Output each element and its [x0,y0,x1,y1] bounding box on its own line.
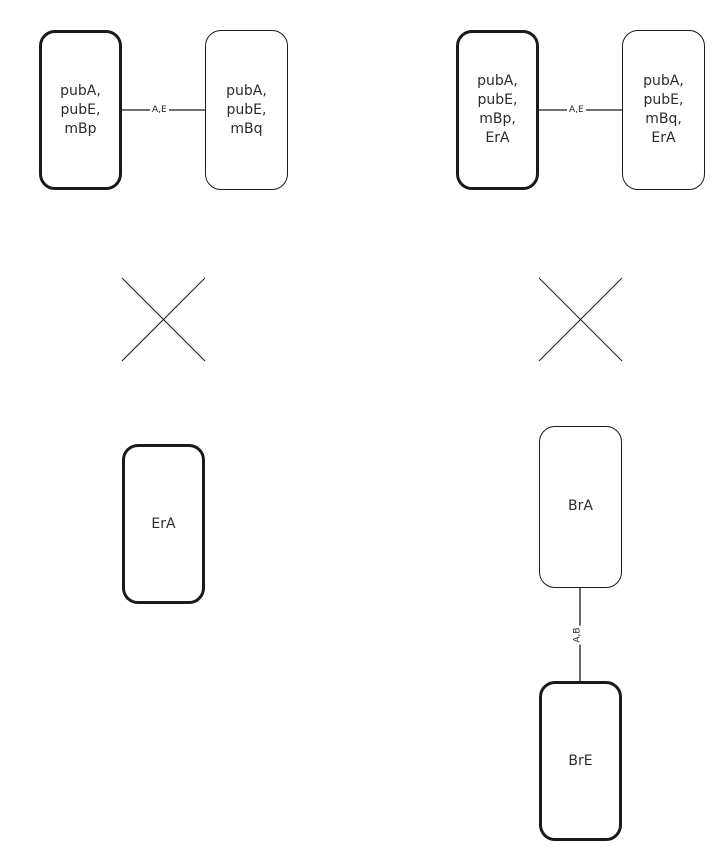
node-right-top-left[interactable]: pubA, pubE, mBp, ErA [456,30,539,190]
edge-left-top-label: A,E [150,105,169,115]
cross-left-icon [121,277,206,362]
node-right-bottom[interactable]: BrE [539,681,622,841]
node-right-middle-label: BrA [568,497,593,514]
node-left-top-right[interactable]: pubA, pubE, mBq [205,30,288,190]
node-left-top-left[interactable]: pubA, pubE, mBp [39,30,122,190]
node-right-top-left-label: pubA, pubE, mBp, ErA [477,73,518,146]
node-left-top-right-label: pubA, pubE, mBq [226,82,267,137]
node-right-bottom-label: BrE [568,752,593,769]
node-left-bottom[interactable]: ErA [122,444,205,604]
node-right-top-right-label: pubA, pubE, mBq, ErA [643,73,684,146]
edge-right-top-label: A,E [567,105,586,115]
node-right-top-right[interactable]: pubA, pubE, mBq, ErA [622,30,705,190]
node-left-top-left-label: pubA, pubE, mBp [60,82,101,137]
cross-right-icon [538,277,623,362]
edge-right-vertical-label: A,B [572,625,583,645]
node-left-bottom-label: ErA [151,515,176,532]
node-right-middle[interactable]: BrA [539,426,622,588]
